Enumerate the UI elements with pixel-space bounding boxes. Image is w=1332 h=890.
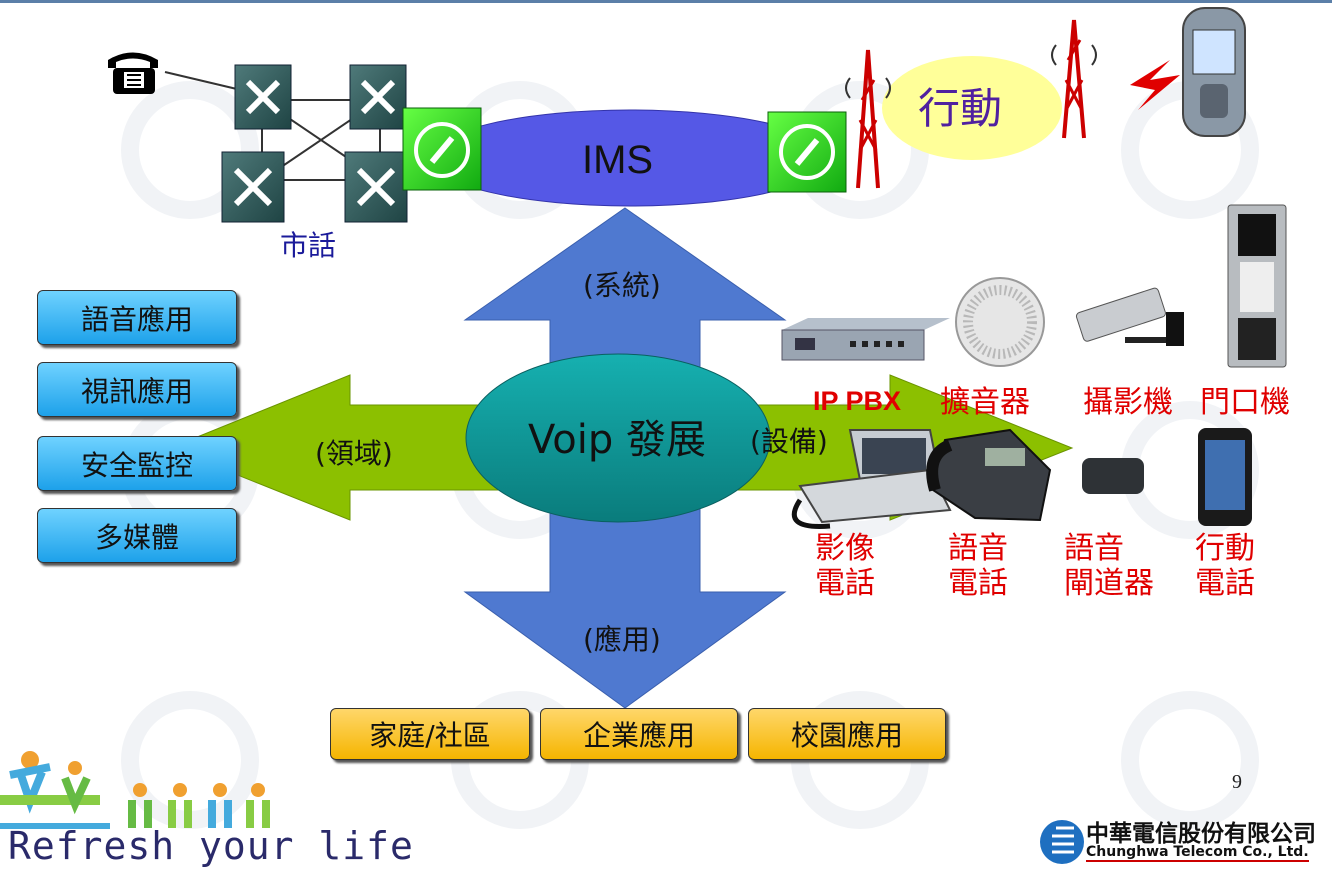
brand-name-en: Chunghwa Telecom Co., Ltd. bbox=[1086, 844, 1309, 862]
domain-security-box: 安全監控 bbox=[37, 436, 237, 491]
label-line: 電話 bbox=[948, 565, 1008, 601]
device-voice-phone-label: 語音 電話 bbox=[948, 531, 1008, 601]
application-axis-label: (應用) bbox=[583, 623, 661, 656]
mobile-label: 行動 bbox=[918, 84, 1003, 133]
domain-video-box: 視訊應用 bbox=[37, 362, 237, 417]
domain-voice-box: 語音應用 bbox=[37, 290, 237, 345]
device-ip-pbx-label: IP PBX bbox=[813, 386, 902, 416]
page-number: 9 bbox=[1232, 771, 1242, 793]
device-door-station-label: 門口機 bbox=[1200, 385, 1290, 420]
video-phone-icon bbox=[791, 429, 952, 529]
switch-icon bbox=[221, 151, 285, 223]
label-line: 影像 bbox=[815, 531, 875, 566]
label-line: 電話 bbox=[815, 565, 875, 601]
company-brand: 中華電信股份有限公司 Chunghwa Telecom Co., Ltd. bbox=[1038, 812, 1328, 872]
mobile-ellipse bbox=[882, 56, 1062, 160]
system-axis-label: (系統) bbox=[583, 269, 661, 302]
voice-gateway-icon bbox=[1082, 458, 1144, 494]
family-illustration bbox=[0, 751, 270, 829]
brand-name-zh: 中華電信股份有限公司 bbox=[1086, 821, 1316, 847]
door-station-icon bbox=[1227, 204, 1287, 368]
gateway-icon bbox=[402, 107, 482, 191]
ip-pbx-icon bbox=[781, 318, 950, 361]
device-camera-label: 攝影機 bbox=[1083, 385, 1173, 420]
voip-title: Voip 發展 bbox=[528, 417, 706, 463]
label-line: 閘道器 bbox=[1064, 565, 1154, 601]
switch-icon bbox=[349, 64, 407, 130]
cell-tower-icon bbox=[845, 49, 891, 189]
device-video-phone-label: 影像 電話 bbox=[815, 531, 875, 601]
cell-tower-icon bbox=[1051, 19, 1097, 139]
lightning-icon bbox=[1130, 60, 1180, 110]
camera-icon bbox=[1075, 287, 1184, 346]
label-line: 語音 bbox=[1064, 531, 1124, 566]
app-home-box: 家庭/社區 bbox=[330, 708, 530, 760]
label-line: 行動 bbox=[1195, 531, 1255, 566]
telephone-icon bbox=[108, 52, 158, 94]
switch-icon bbox=[234, 64, 292, 130]
speaker-icon bbox=[955, 277, 1045, 367]
pstn-label: 市話 bbox=[280, 229, 337, 262]
label-line: 電話 bbox=[1195, 565, 1255, 601]
domain-axis-label: (領域) bbox=[315, 437, 393, 470]
desk-phone-icon bbox=[926, 428, 1052, 522]
device-mobile-phone-label: 行動 電話 bbox=[1195, 531, 1255, 601]
voip-ellipse bbox=[465, 353, 771, 523]
device-voice-gateway-label: 語音 閘道器 bbox=[1064, 531, 1154, 601]
app-enterprise-box: 企業應用 bbox=[540, 708, 738, 760]
label-line: 語音 bbox=[948, 531, 1008, 566]
mobile-phone-icon bbox=[1182, 7, 1246, 137]
top-border bbox=[0, 0, 1332, 3]
smartphone-icon bbox=[1198, 428, 1252, 526]
device-speaker-label: 擴音器 bbox=[940, 385, 1030, 420]
gateway-icon bbox=[767, 111, 847, 193]
domain-multimedia-box: 多媒體 bbox=[37, 508, 237, 563]
app-campus-box: 校園應用 bbox=[748, 708, 946, 760]
ims-label: IMS bbox=[582, 138, 654, 182]
slogan: Refresh your life bbox=[8, 824, 414, 868]
device-axis-label: (設備) bbox=[750, 425, 828, 458]
switch-icon bbox=[344, 151, 408, 223]
chunghwa-logo-icon bbox=[1040, 820, 1084, 864]
